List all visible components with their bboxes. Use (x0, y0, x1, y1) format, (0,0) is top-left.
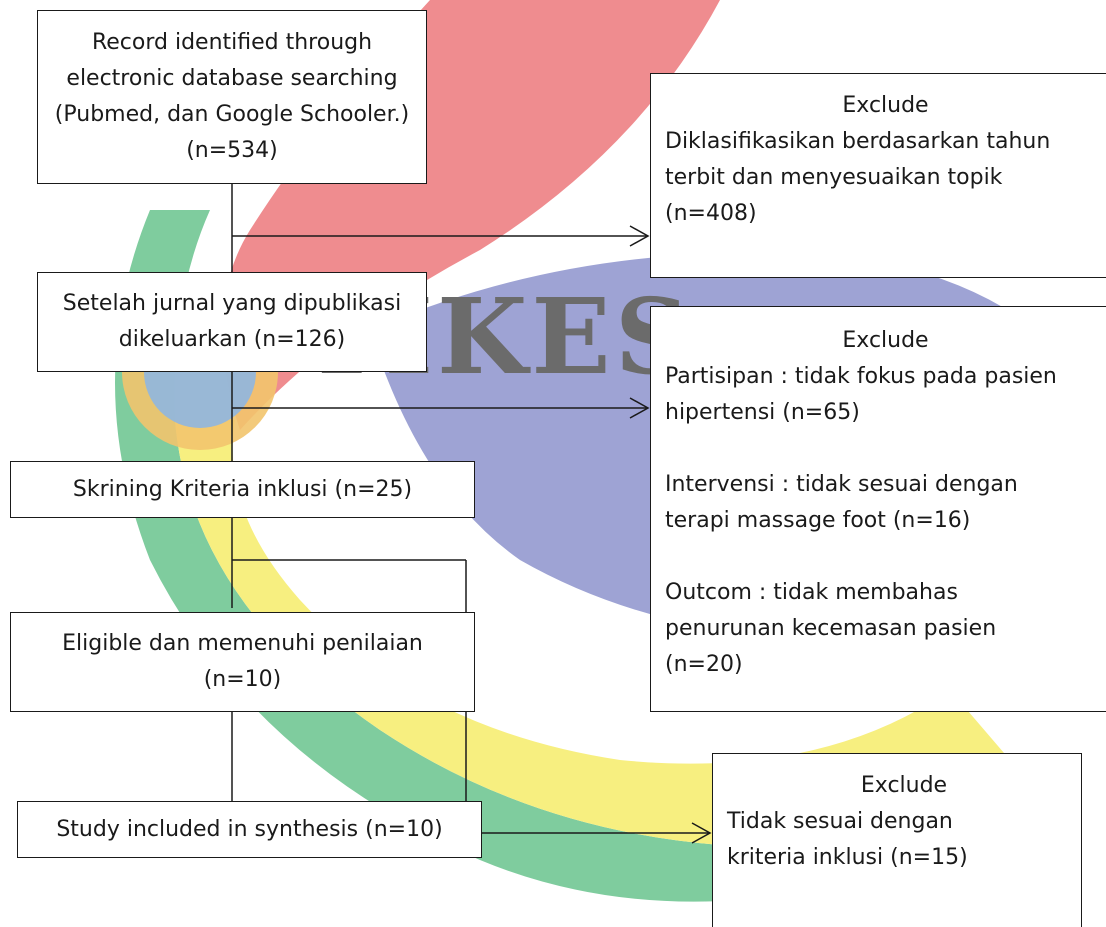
exclude-1-line-3: (n=408) (665, 201, 757, 226)
exclude-box-3: Exclude Tidak sesuai dengan kriteria ink… (712, 753, 1082, 927)
identified-line-2: electronic database searching (66, 66, 398, 91)
exclude-2-outcome-line-2: penurunan kecemasan pasien (665, 616, 997, 641)
after-publication-box: Setelah jurnal yang dipublikasi dikeluar… (37, 272, 427, 372)
exclude-2-intervention-line-2: terapi massage foot (n=16) (665, 508, 971, 533)
included-box: Study included in synthesis (n=10) (17, 801, 482, 858)
arrow-head-2 (629, 397, 650, 419)
after-publication-line-1: Setelah jurnal yang dipublikasi (62, 291, 402, 316)
exclude-3-line-2: kriteria inklusi (n=15) (727, 845, 968, 870)
exclude-1-heading: Exclude (842, 93, 929, 118)
arrow-head-3 (691, 822, 712, 844)
exclude-2-heading: Exclude (842, 328, 929, 353)
exclude-2-spacer-2 (665, 539, 1106, 575)
screening-box: Skrining Kriteria inklusi (n=25) (10, 461, 475, 518)
identified-box: Record identified through electronic dat… (37, 10, 427, 184)
exclude-3-heading: Exclude (860, 773, 948, 798)
eligible-line-1: Eligible dan memenuhi penilaian (62, 631, 423, 656)
exclude-1-line-2: terbit dan menyesuaikan topik (665, 165, 1003, 190)
exclude-box-2: Exclude Partisipan : tidak fokus pada pa… (650, 306, 1106, 712)
exclude-2-participant-line-1: Partisipan : tidak fokus pada pasien (665, 364, 1057, 389)
identified-line-3: (Pubmed, dan Google Schooler.) (54, 102, 410, 127)
screening-line-1: Skrining Kriteria inklusi (n=25) (72, 476, 413, 502)
exclude-2-participant-line-2: hipertensi (n=65) (665, 400, 860, 425)
after-publication-line-2: dikeluarkan (n=126) (118, 327, 346, 352)
identified-line-1: Record identified through (91, 30, 373, 55)
eligible-box: Eligible dan memenuhi penilaian (n=10) (10, 612, 475, 712)
included-line-1: Study included in synthesis (n=10) (56, 816, 443, 842)
exclude-2-intervention-line-1: Intervensi : tidak sesuai dengan (665, 472, 1018, 497)
exclude-box-1: Exclude Diklasifikasikan berdasarkan tah… (650, 73, 1106, 278)
identified-line-4: (n=534) (186, 138, 278, 163)
exclude-1-line-1: Diklasifikasikan berdasarkan tahun (665, 129, 1051, 154)
exclude-3-line-1: Tidak sesuai dengan (727, 809, 953, 834)
exclude-2-outcome-line-3: (n=20) (665, 652, 743, 677)
arrow-head-1 (629, 225, 650, 247)
eligible-line-2: (n=10) (203, 667, 282, 692)
exclude-2-outcome-line-1: Outcom : tidak membahas (665, 580, 958, 605)
exclude-2-spacer-1 (665, 431, 1106, 467)
